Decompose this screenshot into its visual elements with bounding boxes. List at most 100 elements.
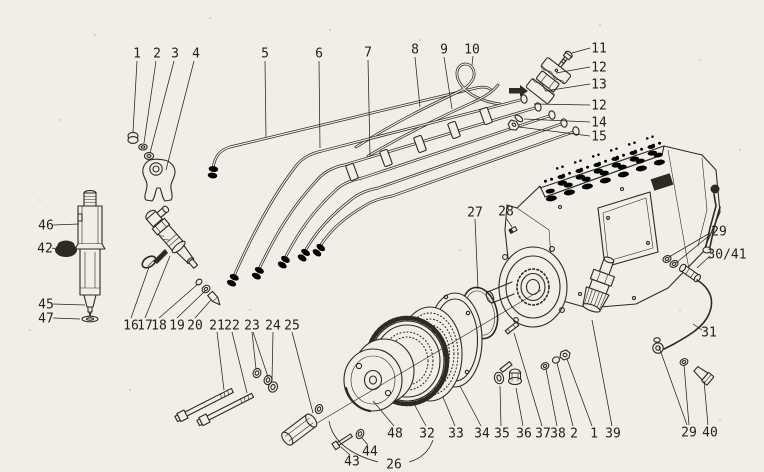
callout-leader-43 — [340, 446, 351, 456]
callout-label-37-36: 37 — [535, 427, 551, 442]
callout-label-31-30: 31 — [701, 326, 717, 341]
callout-leader-2 — [556, 362, 574, 427]
injector-fasteners-drawing — [127, 131, 155, 160]
callout-label-42-43: 42 — [37, 242, 53, 257]
callout-leader-29 — [675, 234, 711, 264]
callout-leader-32 — [411, 399, 427, 427]
callout-label-30/41-29: 30/41 — [707, 248, 746, 263]
pipe-clamp-blocks — [345, 106, 493, 182]
direction-arrow-icon — [509, 85, 528, 97]
callout-leader-48 — [372, 400, 395, 427]
callout-label-48-49: 48 — [387, 427, 403, 442]
callout-label-38-37: 38 — [550, 427, 566, 442]
callout-label-45-46: 45 — [38, 298, 54, 313]
callout-leader-19 — [176, 290, 206, 319]
callout-label-44-45: 44 — [362, 445, 378, 460]
callout-label-12-13: 12 — [591, 99, 607, 114]
callout-label-39-40: 39 — [605, 427, 621, 442]
callout-leader-10 — [471, 55, 474, 66]
callout-label-1-0: 1 — [133, 47, 141, 62]
callout-leader-8 — [414, 56, 421, 108]
callout-label-46-47: 46 — [38, 219, 54, 234]
direction-arrow-icon — [153, 249, 168, 264]
callout-label-1-39: 1 — [590, 427, 598, 442]
callout-leader-24 — [271, 331, 274, 381]
callout-label-12-11: 12 — [591, 61, 607, 76]
callout-leader-9 — [443, 56, 453, 110]
callout-leader-4 — [165, 60, 195, 171]
group-bracket-label-26: 26 — [386, 458, 402, 472]
callout-leader-25 — [291, 331, 314, 414]
callout-leader-40 — [703, 380, 709, 426]
callout-leader-5 — [264, 60, 267, 138]
callout-leader-46 — [52, 223, 80, 226]
callout-label-24-24: 24 — [265, 319, 281, 334]
fuel-fittings-drawing — [652, 255, 715, 386]
callout-label-32-31: 32 — [419, 427, 435, 442]
callout-leader-34 — [459, 385, 482, 427]
callout-leader-14 — [523, 118, 591, 123]
callout-label-19-19: 19 — [169, 319, 185, 334]
callout-label-23-23: 23 — [244, 319, 260, 334]
callout-label-5-4: 5 — [261, 47, 269, 62]
callout-leader-12 — [555, 66, 591, 74]
callout-leader-22 — [231, 331, 248, 394]
callout-label-18-18: 18 — [151, 319, 167, 334]
callout-label-3-2: 3 — [171, 47, 179, 62]
callout-leader-6 — [318, 60, 321, 149]
callout-leader-45 — [52, 303, 86, 306]
group-bracket-arm-26 — [408, 439, 434, 463]
callout-leader-38 — [545, 368, 558, 427]
callout-leader-1 — [132, 60, 138, 133]
pipe-core — [367, 84, 499, 157]
pipe-core — [258, 106, 539, 270]
paper-speckles — [29, 17, 741, 431]
callout-leader-23 — [251, 331, 257, 370]
callout-label-47-48: 47 — [38, 312, 54, 327]
callout-label-29-28: 29 — [711, 225, 727, 240]
callout-label-11-10: 11 — [591, 42, 607, 57]
callout-leader-21 — [216, 331, 225, 391]
callout-leader-11 — [571, 47, 591, 54]
callout-label-34-33: 34 — [474, 427, 490, 442]
nozzle-holder-drawing — [55, 190, 106, 323]
pipe-core — [233, 98, 525, 277]
callout-leader-3 — [149, 60, 175, 154]
callout-label-15-15: 15 — [591, 130, 607, 145]
callout-leader-29 — [658, 346, 688, 426]
callout-label-35-34: 35 — [494, 427, 510, 442]
callout-leader-1 — [566, 358, 593, 427]
callout-label-40-42: 40 — [702, 426, 718, 441]
callout-label-10-9: 10 — [464, 43, 480, 58]
callout-label-14-14: 14 — [591, 116, 607, 131]
callout-leader-20 — [194, 299, 212, 319]
rubber-cap-drawing — [55, 240, 77, 257]
pipe-core — [319, 130, 577, 247]
callout-label-2-1: 2 — [153, 47, 161, 62]
pipe-core — [212, 86, 493, 169]
callout-leader-18 — [158, 283, 199, 319]
callout-leader-33 — [442, 396, 456, 427]
callout-label-27-26: 27 — [467, 206, 483, 221]
callout-leader-28 — [505, 217, 513, 228]
callout-leader-44 — [361, 437, 369, 446]
callout-leader-12 — [533, 103, 591, 106]
callout-leader-35 — [499, 385, 502, 427]
pipe-core — [355, 63, 501, 148]
callout-leader-29 — [668, 232, 711, 258]
callout-leader-29 — [683, 364, 690, 426]
callout-label-2-38: 2 — [570, 427, 578, 442]
callout-leader-23 — [252, 331, 269, 378]
pipe-clamp-assembly-drawing — [507, 50, 573, 131]
callout-label-25-25: 25 — [284, 319, 300, 334]
callout-leader-39 — [591, 319, 613, 427]
callout-label-7-6: 7 — [364, 46, 372, 61]
callout-leader-31 — [692, 323, 703, 331]
pump-mount-parts-drawing — [493, 349, 571, 386]
callout-label-17-17: 17 — [137, 319, 153, 334]
callout-leader-15 — [518, 126, 591, 137]
callout-label-8-7: 8 — [411, 43, 419, 58]
injection-pump-drawing — [485, 135, 721, 373]
